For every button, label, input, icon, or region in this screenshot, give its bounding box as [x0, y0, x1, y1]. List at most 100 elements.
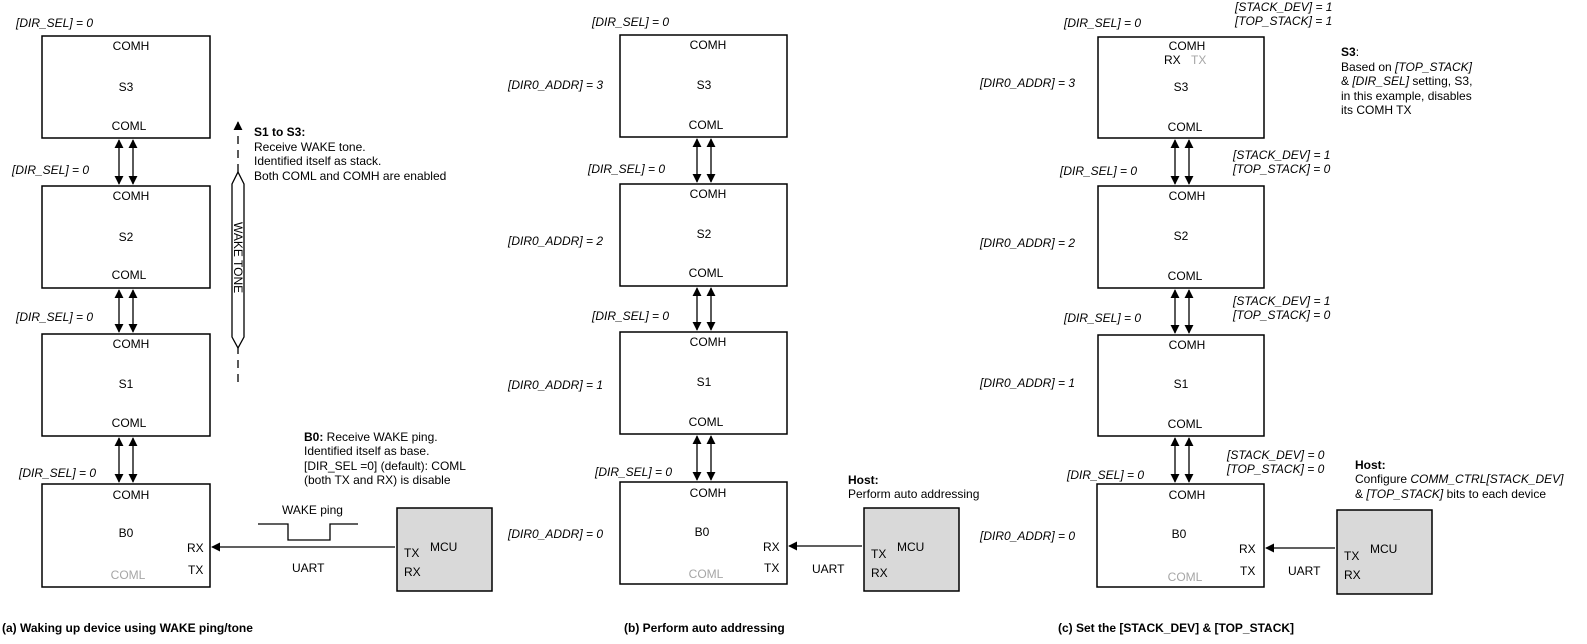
- note-line: [DIR_SEL =0] (default): COML: [304, 459, 466, 473]
- device-name: S2: [697, 227, 712, 241]
- dir0-addr-label: [DIR0_ADDR] = 0: [979, 529, 1075, 543]
- note-title: S3: [1341, 45, 1356, 59]
- note-line: Based on [TOP_STACK]: [1341, 60, 1473, 74]
- device-s3: COMH RX TX S3 COML: [1097, 36, 1265, 139]
- dir-sel-label: [DIR_SEL] = 0: [11, 163, 89, 177]
- device-name: S2: [119, 230, 134, 244]
- device-s2: COMH S2 COML: [619, 183, 788, 287]
- bidirectional-link: [114, 437, 138, 483]
- device-s1: COMH S1 COML: [619, 331, 788, 435]
- mcu-block: MCU TX RX: [396, 507, 493, 592]
- note-line: in this example, disables: [1341, 89, 1472, 103]
- dir0-addr-label: [DIR0_ADDR] = 2: [507, 234, 603, 248]
- bidirectional-link: [692, 138, 716, 183]
- device-b0: COMH B0 RX TX COML: [1096, 483, 1265, 588]
- bidirectional-link: [692, 287, 716, 331]
- comh-port-label: COMH: [113, 488, 150, 502]
- comh-port-label: COMH: [690, 486, 727, 500]
- top-stack-label: [TOP_STACK] = 0: [1232, 308, 1331, 322]
- comh-port-label: COMH: [113, 337, 150, 351]
- coml-port-label: COML: [112, 416, 147, 430]
- stack-wake-note: S1 to S3: Receive WAKE tone. Identified …: [254, 125, 446, 183]
- panel-b: [DIR_SEL] = 0 [DIR_SEL] = 0 [DIR_SEL] = …: [507, 15, 979, 635]
- coml-port-label: COML: [1168, 417, 1203, 431]
- host-note: Host: Perform auto addressing: [848, 473, 979, 501]
- comh-port-label: COMH: [113, 39, 150, 53]
- host-register: [TOP_STACK]: [1365, 487, 1444, 501]
- rx-port-label: RX: [1239, 542, 1256, 556]
- note-colon: :: [1356, 45, 1359, 59]
- note-first-line: S3:: [1341, 45, 1359, 59]
- bidirectional-link: [692, 435, 716, 481]
- bidirectional-link: [114, 289, 138, 333]
- stack-dev-label: [STACK_DEV] = 0: [1226, 448, 1325, 462]
- coml-port-label: COML: [112, 268, 147, 282]
- panel-a: [DIR_SEL] = 0 [DIR_SEL] = 0 [DIR_SEL] = …: [2, 16, 493, 635]
- stack-dev-label: [STACK_DEV] = 1: [1232, 148, 1330, 162]
- dir0-addr-label: [DIR0_ADDR] = 3: [507, 78, 603, 92]
- rx-port-label: RX: [763, 540, 780, 554]
- coml-port-label: COML: [689, 415, 724, 429]
- wake-ping-waveform: WAKE ping: [258, 503, 358, 541]
- top-stack-label: [TOP_STACK] = 1: [1234, 14, 1332, 28]
- mcu-block: MCU TX RX: [863, 507, 960, 592]
- dir-sel-label: [DIR_SEL] = 0: [1063, 16, 1141, 30]
- coml-port-label: COML: [689, 266, 724, 280]
- note-register: [DIR_SEL]: [1351, 74, 1409, 88]
- dir-sel-label: [DIR_SEL] = 0: [587, 162, 665, 176]
- host-note: Host: Configure COMM_CTRL[STACK_DEV] & […: [1355, 458, 1564, 501]
- comh-port-label: COMH: [113, 189, 150, 203]
- comh-port-label: COMH: [690, 187, 727, 201]
- tx-port-label: TX: [188, 563, 203, 577]
- wake-tone-label: WAKE TONE: [231, 222, 245, 293]
- device-s2: COMH S2 COML: [1097, 185, 1265, 289]
- wake-tone-arrow: WAKE TONE: [231, 121, 245, 382]
- host-text: Configure: [1355, 472, 1410, 486]
- mcu-block: MCU TX RX: [1336, 509, 1433, 595]
- dir0-addr-label: [DIR0_ADDR] = 1: [979, 376, 1075, 390]
- coml-port-label: COML: [1168, 120, 1203, 134]
- base-wake-note: B0: Receive WAKE ping. Identified itself…: [304, 430, 466, 487]
- panel-caption: (b) Perform auto addressing: [624, 621, 785, 635]
- note-text: &: [1341, 74, 1352, 88]
- bidirectional-link: [114, 139, 138, 185]
- comh-port-label: COMH: [1169, 189, 1206, 203]
- host-title: Host:: [848, 473, 879, 487]
- note-line: (both TX and RX) is disable: [304, 473, 451, 487]
- uart-label: UART: [812, 562, 845, 576]
- mcu-rx-label: RX: [871, 566, 888, 580]
- device-name: B0: [1172, 527, 1187, 541]
- host-text: &: [1355, 487, 1366, 501]
- comh-port-label: COMH: [1169, 39, 1206, 53]
- note-line: its COMH TX: [1341, 103, 1411, 117]
- tx-port-label: TX: [764, 561, 779, 575]
- bidirectional-link: [1170, 289, 1194, 334]
- dir0-addr-label: [DIR0_ADDR] = 2: [979, 236, 1075, 250]
- panel-caption: (c) Set the [STACK_DEV] & [TOP_STACK]: [1058, 621, 1294, 635]
- mcu-rx-label: RX: [404, 565, 421, 579]
- mcu-rx-label: RX: [1344, 568, 1361, 582]
- note-text: Based on: [1341, 60, 1395, 74]
- s3-note: S3: Based on [TOP_STACK] & [DIR_SEL] set…: [1341, 45, 1473, 117]
- device-name: B0: [119, 526, 134, 540]
- wake-ping-label: WAKE ping: [282, 503, 343, 517]
- note-first-line: B0: Receive WAKE ping.: [304, 430, 438, 444]
- note-line: Identified itself as stack.: [254, 154, 381, 168]
- note-text: Receive WAKE ping.: [323, 430, 437, 444]
- dir-sel-label: [DIR_SEL] = 0: [1063, 311, 1141, 325]
- device-b0: COMH B0 RX TX COML: [619, 481, 788, 585]
- device-name: S1: [697, 375, 712, 389]
- device-s1: COMH S1 COML: [41, 333, 211, 437]
- uart-label: UART: [1288, 564, 1321, 578]
- coml-port-label: COML: [689, 567, 724, 581]
- device-name: S1: [1174, 377, 1189, 391]
- stack-dev-label: [STACK_DEV] = 1: [1232, 294, 1330, 308]
- comh-port-label: COMH: [690, 335, 727, 349]
- coml-port-label: COML: [1168, 570, 1203, 584]
- host-line: & [TOP_STACK] bits to each device: [1355, 487, 1546, 501]
- mcu-tx-label: TX: [1344, 549, 1359, 563]
- dir-sel-label: [DIR_SEL] = 0: [591, 309, 669, 323]
- host-text: bits to each device: [1443, 487, 1546, 501]
- top-stack-label: [TOP_STACK] = 0: [1232, 162, 1331, 176]
- device-s1: COMH S1 COML: [1097, 334, 1265, 437]
